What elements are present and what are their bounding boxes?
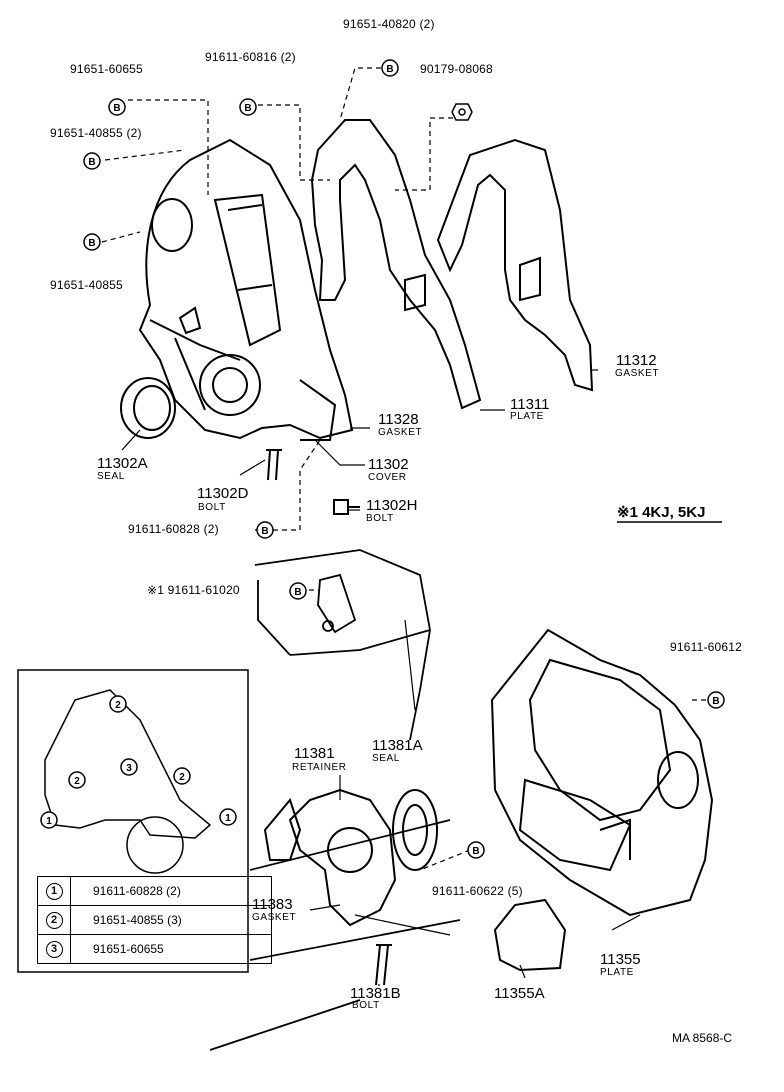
callout-91611-61020: ※1 91611-61020 [147,583,240,597]
part-11381-number: 11381 [294,745,335,762]
part-11311-number: 11311 [510,396,550,413]
part-11381b-name: BOLT [352,1000,380,1011]
part-11383-name: GASKET [252,912,297,923]
callout-91611-60828: 91611-60828 (2) [128,522,219,536]
part-11302-number: 11302 [368,456,409,473]
inset-marker [219,808,237,826]
legend-row: 3 91651-60655 [37,934,272,964]
part-11381-name: RETAINER [292,762,347,773]
bolt-symbol-letter: B [294,587,301,598]
seal-11302a-drawing [120,377,176,439]
legend-row: 1 91611-60828 (2) [37,876,272,906]
callout-91611-60816: 91611-60816 (2) [205,50,296,64]
inset-marker [40,811,58,829]
legend-part: 91611-60828 (2) [70,876,272,906]
part-11381a-number: 11381A [372,737,423,754]
gasket-11311-drawing [310,119,482,410]
inset-marker-number: 1 [46,816,52,827]
legend-symbol: 3 [45,940,63,958]
inset-marker-number: 2 [115,700,121,711]
inset-marker [109,695,127,713]
bolt-symbol-icon [83,152,101,170]
plate-11355-drawing [490,628,714,917]
part-11381b-number: 11381B [350,985,401,1002]
bolt-symbol-letter: B [386,64,393,75]
bolt-symbol-letters: B B B B B B B B B [88,64,719,857]
part-11302-name: COVER [368,472,407,483]
legend-symbol: 1 [45,882,63,900]
part-11302h-number: 11302H [366,497,418,514]
inset-marker-number: 3 [126,763,132,774]
drawing-code: MA 8568-C [672,1031,733,1045]
callout-91651-60655: 91651-60655 [70,62,143,76]
pad-11355a-drawing [493,898,567,972]
callout-90179-08068: 90179-08068 [420,62,493,76]
part-11312-number: 11312 [616,352,657,369]
part-11302d-name: BOLT [198,502,226,513]
bolt-symbol-letter: B [113,103,120,114]
part-11302a-name: SEAL [97,471,125,482]
inset-marker-numbers: 2 2 3 2 1 1 [46,700,231,827]
bolt-symbol-letter: B [88,238,95,249]
bolt-symbol-icon [108,98,126,116]
seal-11381a-drawing [392,789,438,871]
bolt-legend-table: 1 91611-60828 (2) 2 91651-40855 (3) 3 91… [37,876,272,964]
inset-box [17,669,249,973]
leader-lines [101,67,715,871]
part-11381a-name: SEAL [372,753,400,764]
inset-marker [173,767,191,785]
bolt-symbol-icon [256,521,274,539]
legend-row: 2 91651-40855 (3) [37,905,272,935]
callout-91651-40855: 91651-40855 [50,278,123,292]
inset-marker [68,771,86,789]
part-11302d-number: 11302D [197,485,249,502]
bolt-symbol-letter: B [261,526,268,537]
engine-block-drawing [209,549,461,1051]
model-note: ※1 4KJ, 5KJ [617,504,706,521]
plate-11312-drawing [436,138,594,392]
part-11355-name: PLATE [600,967,634,978]
inset-marker-number: 1 [225,813,231,824]
inset-marker-number: 2 [179,772,185,783]
retainer-11381-drawing [263,788,397,927]
bolt-symbol-icon [707,691,725,709]
callout-91651-40855-2: 91651-40855 (2) [50,126,142,140]
legend-symbol: 2 [45,911,63,929]
inset-markers [40,695,237,829]
part-11302a-number: 11302A [97,455,148,472]
part-11312-name: GASKET [615,368,660,379]
part-11328-number: 11328 [378,411,419,428]
part-11328-name: GASKET [378,427,423,438]
bolt-symbols [83,59,725,859]
legend-part: 91651-60655 [70,934,272,964]
inset-marker-number: 2 [74,776,80,787]
part-11302h-name: BOLT [366,513,394,524]
bolt-symbol-icon [467,841,485,859]
callout-91611-60622: 91611-60622 (5) [432,884,523,898]
inset-marker [120,758,138,776]
bolt-symbol-letter: B [244,103,251,114]
part-11311-name: PLATE [510,411,544,422]
bolt-symbol-letter: B [472,846,479,857]
bolt-symbol-letter: B [712,696,719,707]
part-11355-number: 11355 [600,951,641,968]
bolt-symbol-icon [239,98,257,116]
callout-91651-40820: 91651-40820 (2) [343,17,435,31]
bolt-symbol-icon [289,582,307,600]
bolt-symbol-icon [381,59,399,77]
bolt-11302d-drawing [266,449,282,481]
bolt-symbol-icon [83,233,101,251]
callout-91611-60612: 91611-60612 [670,640,743,654]
bolt-symbol-letter: B [88,157,95,168]
part-11355a-number: 11355A [494,985,545,1002]
timing-cover-drawing [138,138,354,441]
nut-90179-icon [451,103,473,121]
bolt-11381b-drawing [375,944,392,986]
legend-part: 91651-40855 (3) [70,905,272,935]
bolt-11302h-drawing [333,499,360,515]
solid-leaders [121,369,722,986]
